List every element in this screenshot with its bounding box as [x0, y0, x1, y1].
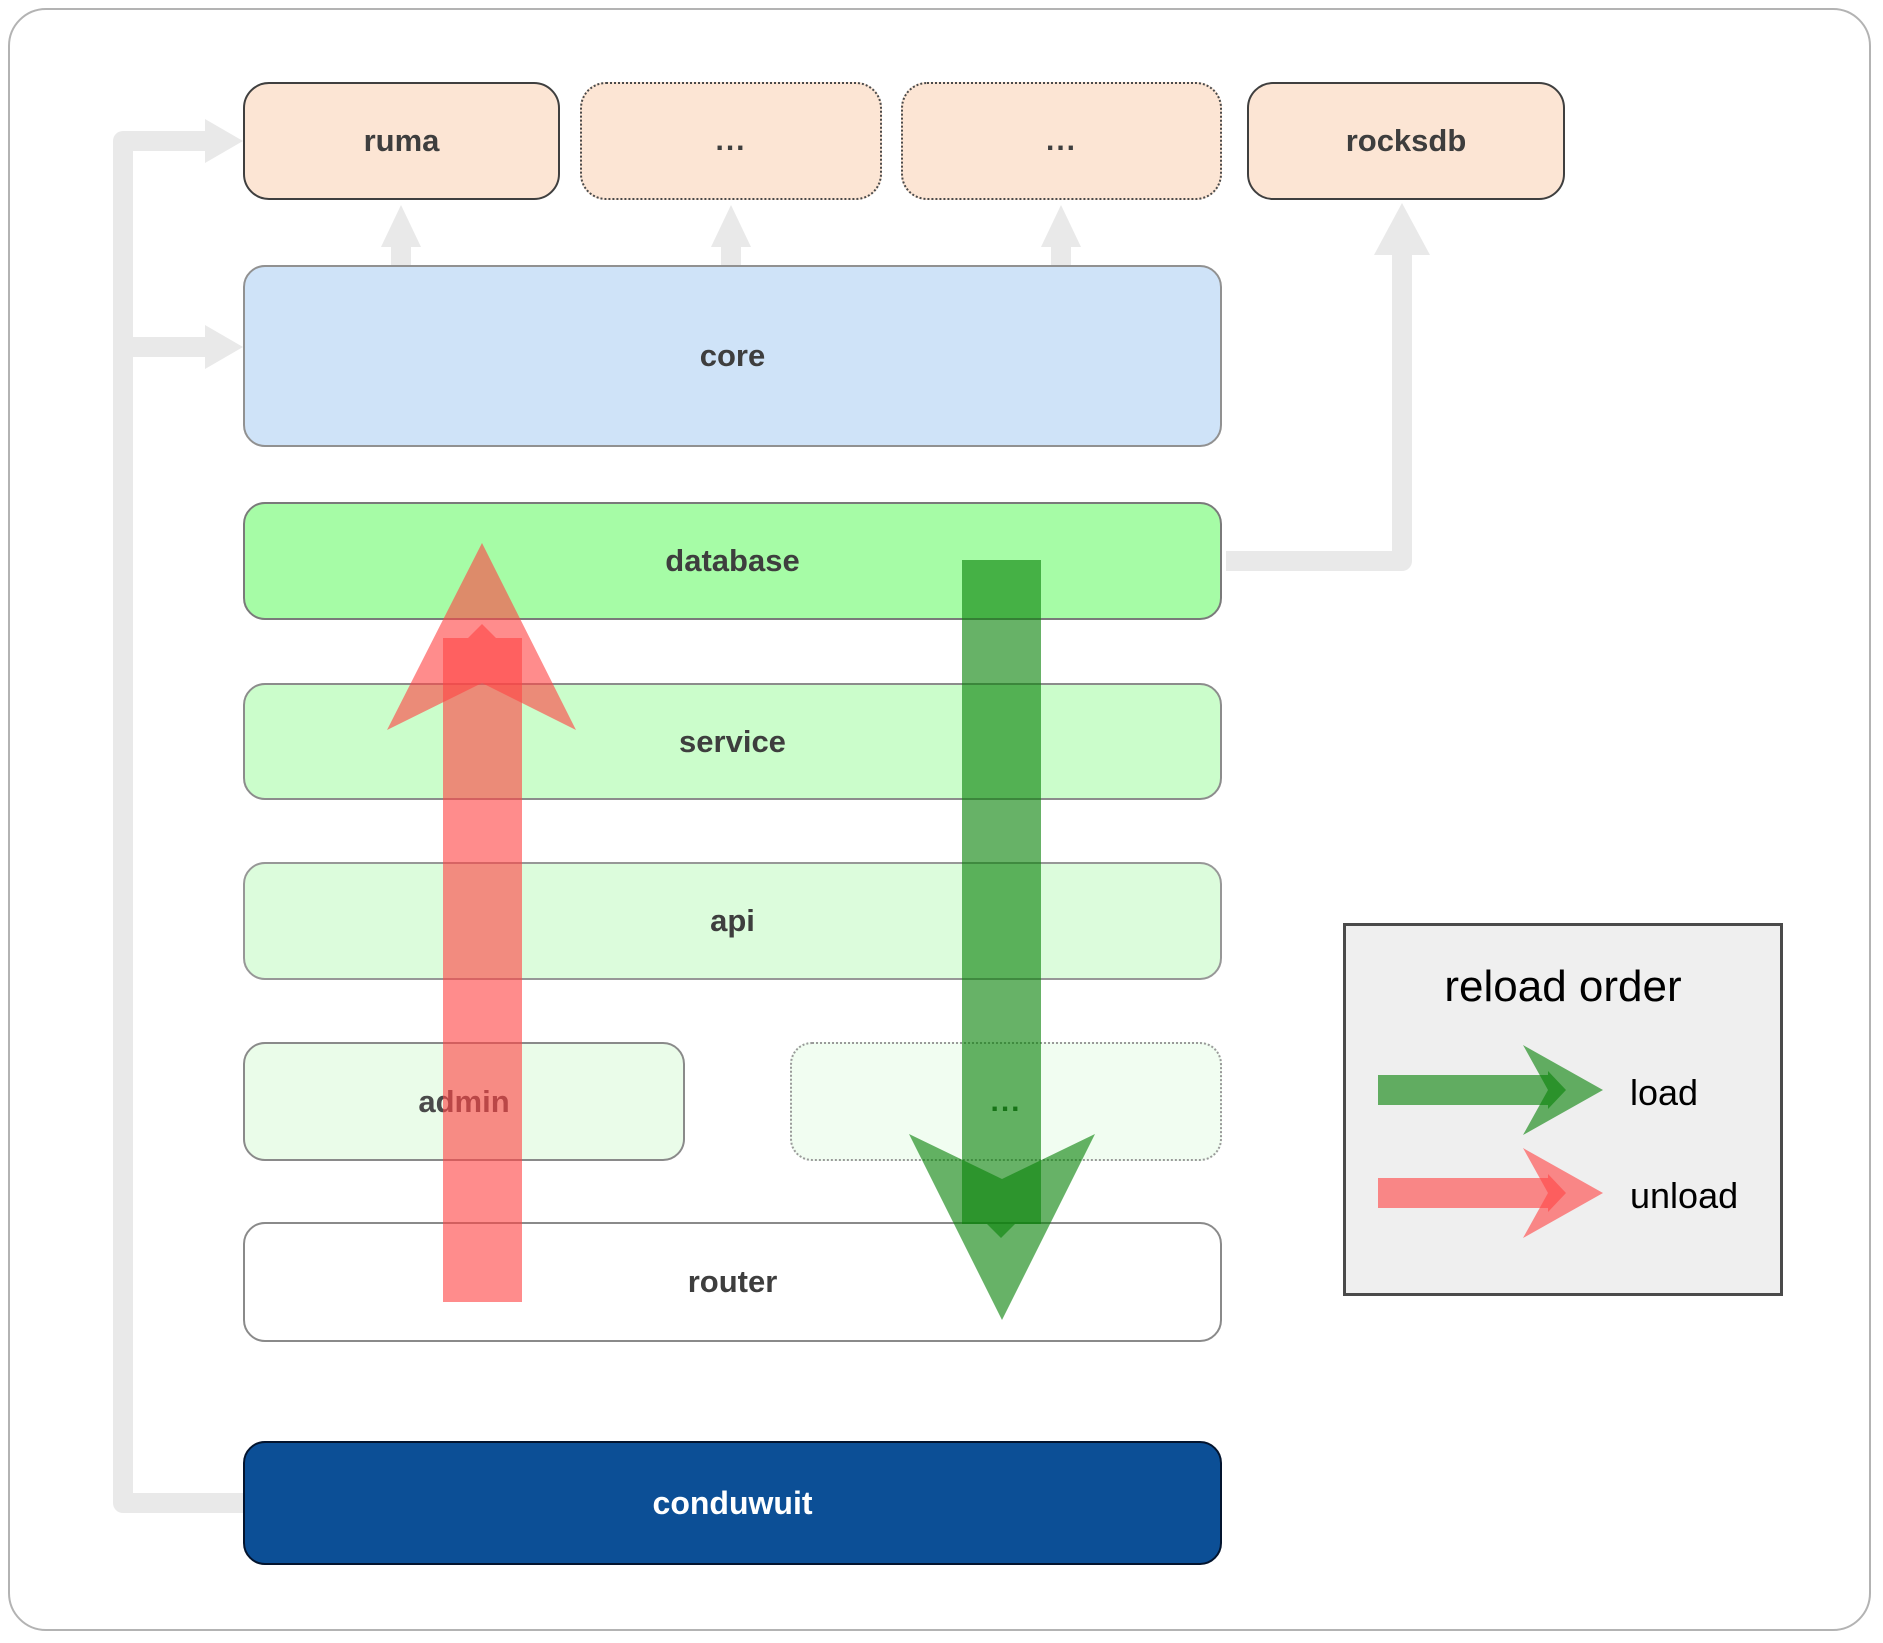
legend-unload-arrow-icon: [1378, 1148, 1603, 1238]
node-core: core: [243, 265, 1222, 447]
node-ellipsis-admin-row-label: ...: [990, 1084, 1022, 1118]
node-rocksdb: rocksdb: [1247, 82, 1565, 200]
node-api: api: [243, 862, 1222, 980]
node-core-label: core: [699, 338, 766, 373]
node-service-label: service: [679, 723, 786, 759]
node-database-label: database: [665, 543, 800, 578]
node-ellipsis-top-2: ...: [901, 82, 1222, 200]
legend-load-arrowhead: [1523, 1045, 1603, 1135]
node-ellipsis-top-2-label: ...: [1045, 124, 1077, 157]
node-rocksdb-label: rocksdb: [1345, 123, 1467, 158]
node-conduwuit-label: conduwuit: [652, 1484, 813, 1521]
legend-unload-arrow-shaft: [1378, 1174, 1566, 1212]
legend-label-load: load: [1630, 1072, 1699, 1113]
node-admin: admin: [243, 1042, 685, 1161]
node-router: router: [243, 1222, 1222, 1342]
node-ellipsis-admin-row: ...: [790, 1042, 1222, 1161]
node-ellipsis-top-1-label: ...: [715, 124, 747, 157]
node-ellipsis-top-1: ...: [580, 82, 882, 200]
legend-unload-arrowhead: [1523, 1148, 1603, 1238]
node-ruma: ruma: [243, 82, 560, 200]
node-conduwuit: conduwuit: [243, 1441, 1222, 1565]
legend-title: reload order: [1444, 962, 1682, 1011]
legend-label-unload: unload: [1630, 1175, 1739, 1216]
node-ruma-label: ruma: [363, 123, 440, 158]
legend-load-arrow-icon: [1378, 1045, 1603, 1135]
legend: reload order load unload: [1343, 923, 1783, 1296]
legend-load-arrow-shaft: [1378, 1071, 1566, 1109]
node-service: service: [243, 683, 1222, 800]
diagram-border: [8, 8, 1871, 1631]
node-database: database: [243, 502, 1222, 620]
node-router-label: router: [687, 1264, 778, 1299]
node-api-label: api: [710, 903, 755, 938]
node-admin-label: admin: [418, 1083, 510, 1119]
